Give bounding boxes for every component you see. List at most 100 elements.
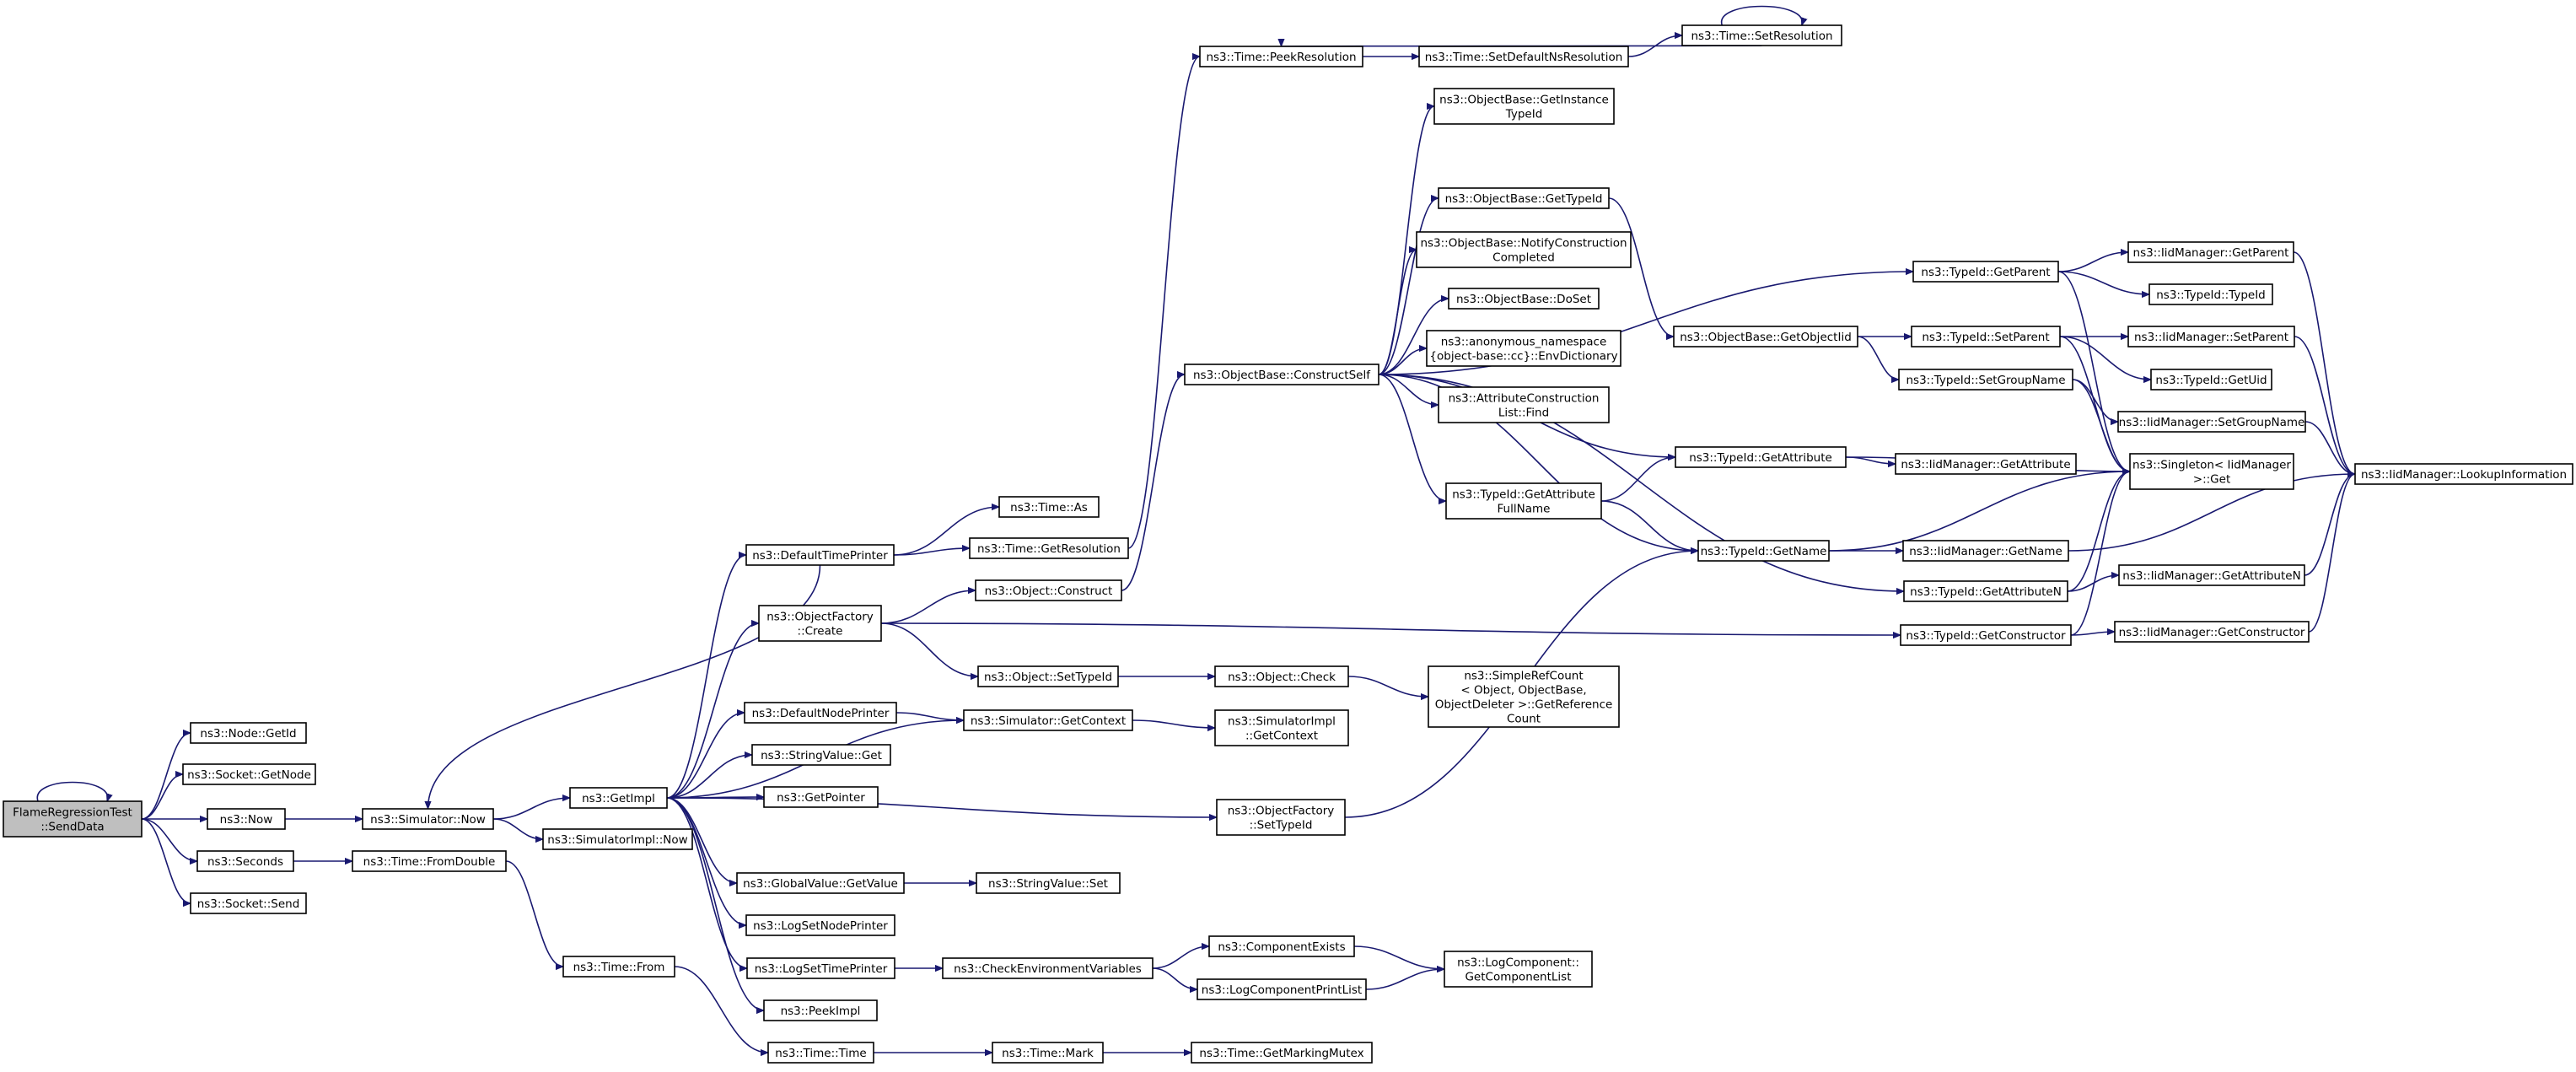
graph-node-objbase-doset[interactable]: ns3::ObjectBase::DoSet — [1448, 288, 1600, 310]
node-label: >::Get — [2193, 473, 2230, 487]
graph-node-logsettimeprinter[interactable]: ns3::LogSetTimePrinter — [746, 957, 895, 979]
graph-node-logcomponent-getlist[interactable]: ns3::LogComponent::GetComponentList — [1444, 951, 1593, 988]
node-box — [2118, 564, 2305, 586]
graph-node-time-setdefaultnsres[interactable]: ns3::Time::SetDefaultNsResolution — [1418, 46, 1629, 67]
node-box — [763, 999, 878, 1021]
graph-node-simimpl-getcontext[interactable]: ns3::SimulatorImpl::GetContext — [1214, 709, 1349, 746]
graph-node-typeid-getattribute[interactable]: ns3::TypeId::GetAttribute — [1675, 446, 1847, 468]
graph-node-stringvalue-get[interactable]: ns3::StringValue::Get — [751, 744, 891, 766]
node-box — [1903, 580, 2068, 602]
graph-node-objbase-notifyconstruction[interactable]: ns3::ObjectBase::NotifyConstructionCompl… — [1416, 231, 1632, 268]
node-box — [1681, 24, 1842, 46]
node-label: ns3::TypeId::SetParent — [1922, 331, 2049, 344]
node-box — [1444, 951, 1593, 988]
graph-node-objfactory-settypeid[interactable]: ns3::ObjectFactory::SetTypeId — [1216, 799, 1346, 836]
graph-node-typeid-getparent[interactable]: ns3::TypeId::GetParent — [1912, 261, 2059, 283]
graph-node-stringvalue-set[interactable]: ns3::StringValue::Set — [976, 872, 1121, 894]
graph-node-objbase-getobjectiid[interactable]: ns3::ObjectBase::GetObjectIid — [1673, 326, 1858, 347]
graph-node-envdictionary[interactable]: ns3::anonymous_namespace{object-base::cc… — [1426, 330, 1621, 367]
graph-node-sock-send[interactable]: ns3::Socket::Send — [190, 892, 307, 914]
edge-iidmgr-setparent-to-iidmgr-lookupinformation — [2294, 336, 2356, 474]
graph-node-default-time-printer[interactable]: ns3::DefaultTimePrinter — [745, 544, 895, 566]
graph-node-logsetnodeprinter[interactable]: ns3::LogSetNodePrinter — [745, 914, 895, 936]
graph-node-iidmgr-getname[interactable]: ns3::IidManager::GetName — [1902, 540, 2069, 562]
graph-node-iidmgr-setparent[interactable]: ns3::IidManager::SetParent — [2127, 326, 2295, 347]
graph-node-seconds[interactable]: ns3::Seconds — [196, 850, 294, 872]
node-label: FlameRegressionTest — [13, 806, 132, 820]
node-box — [2129, 453, 2294, 490]
graph-node-peekimpl[interactable]: ns3::PeekImpl — [763, 999, 878, 1021]
graph-node-iidmgr-getattribute[interactable]: ns3::IidManager::GetAttribute — [1895, 453, 2077, 475]
graph-node-typeid-typeid[interactable]: ns3::TypeId::TypeId — [2148, 283, 2273, 305]
graph-node-getpointer[interactable]: ns3::GetPointer — [763, 786, 879, 808]
graph-node-time-mark[interactable]: ns3::Time::Mark — [992, 1042, 1104, 1064]
graph-node-time-peekresolution[interactable]: ns3::Time::PeekResolution — [1199, 46, 1363, 67]
graph-node-time-getresolution[interactable]: ns3::Time::GetResolution — [969, 537, 1129, 559]
graph-node-sock-getnode[interactable]: ns3::Socket::GetNode — [182, 763, 316, 785]
node-label: < Object, ObjectBase, — [1460, 684, 1586, 698]
graph-node-iidmgr-lookupinformation[interactable]: ns3::IidManager::LookupInformation — [2354, 463, 2573, 485]
node-box — [1438, 187, 1610, 209]
node-label: ns3::LogSetTimePrinter — [755, 962, 888, 976]
node-label: ns3::TypeId::GetAttribute — [1452, 488, 1595, 502]
graph-node-sim-getcontext[interactable]: ns3::Simulator::GetContext — [963, 709, 1133, 731]
graph-node-time-from[interactable]: ns3::Time::From — [562, 956, 675, 978]
graph-node-typeid-setgroupname[interactable]: ns3::TypeId::SetGroupName — [1898, 369, 2073, 391]
graph-node-objbase-gettypeid[interactable]: ns3::ObjectBase::GetTypeId — [1438, 187, 1610, 209]
graph-node-typeid-setparent[interactable]: ns3::TypeId::SetParent — [1911, 326, 2061, 347]
edge-component-exists-to-logcomponent-getlist — [1353, 945, 1444, 969]
graph-node-time-getmarkingmutex[interactable]: ns3::Time::GetMarkingMutex — [1191, 1042, 1373, 1064]
graph-node-check-env[interactable]: ns3::CheckEnvironmentVariables — [942, 957, 1154, 979]
graph-node-node-getid[interactable]: ns3::Node::GetId — [190, 722, 307, 744]
graph-node-component-exists[interactable]: ns3::ComponentExists — [1208, 935, 1355, 957]
node-box — [763, 786, 879, 808]
graph-node-default-node-printer[interactable]: ns3::DefaultNodePrinter — [744, 702, 897, 724]
node-label: ns3::Now — [220, 813, 273, 827]
node-box — [1911, 326, 2061, 347]
node-label: ns3::ObjectBase::GetObjectIid — [1680, 331, 1852, 344]
edge-typeid-getconstructor-to-iidmgr-getconstructor — [2070, 632, 2115, 636]
edge-check-env-to-component-exists — [1152, 946, 1209, 969]
graph-node-singleton-get[interactable]: ns3::Singleton< IidManager>::Get — [2129, 453, 2294, 490]
graph-node-time-fromdouble[interactable]: ns3::Time::FromDouble — [352, 850, 507, 872]
node-box — [569, 787, 668, 809]
graph-node-typeid-getname[interactable]: ns3::TypeId::GetName — [1697, 540, 1830, 562]
graph-node-globalvalue-getvalue[interactable]: ns3::GlobalValue::GetValue — [736, 872, 905, 894]
graph-node-iidmgr-getattributen[interactable]: ns3::IidManager::GetAttributeN — [2118, 564, 2305, 586]
graph-node-simimpl-now[interactable]: ns3::SimulatorImpl::Now — [542, 828, 693, 850]
graph-node-logcomponent-printlist[interactable]: ns3::LogComponentPrintList — [1197, 978, 1367, 1000]
graph-node-sim-now[interactable]: ns3::Simulator::Now — [362, 808, 494, 830]
edge-typeid-setparent-to-singleton-get — [2059, 336, 2131, 471]
graph-node-typeid-getattributen[interactable]: ns3::TypeId::GetAttributeN — [1903, 580, 2068, 602]
graph-node-typeid-getconstructor[interactable]: ns3::TypeId::GetConstructor — [1900, 624, 2072, 646]
edge-objbase-constructself-to-envdictionary — [1378, 348, 1428, 375]
graph-node-now[interactable]: ns3::Now — [207, 808, 286, 830]
graph-node-getimpl[interactable]: ns3::GetImpl — [569, 787, 668, 809]
node-box — [1418, 46, 1629, 67]
graph-node-time-setresolution[interactable]: ns3::Time::SetResolution — [1681, 24, 1842, 46]
graph-node-objbase-constructself[interactable]: ns3::ObjectBase::ConstructSelf — [1184, 364, 1379, 385]
graph-node-time-time[interactable]: ns3::Time::Time — [767, 1042, 874, 1064]
graph-node-iidmgr-getparent[interactable]: ns3::IidManager::GetParent — [2127, 241, 2294, 263]
graph-node-iidmgr-setgroupname[interactable]: ns3::IidManager::SetGroupName — [2117, 411, 2306, 433]
graph-node-object-settypeid[interactable]: ns3::Object::SetTypeId — [977, 665, 1119, 687]
node-label: List::Find — [1498, 407, 1549, 420]
node-label: ns3::ObjectBase::GetTypeId — [1445, 192, 1603, 206]
graph-node-root[interactable]: FlameRegressionTest::SendData — [3, 800, 143, 838]
graph-node-object-check[interactable]: ns3::Object::Check — [1214, 665, 1349, 687]
node-label: GetComponentList — [1465, 971, 1571, 984]
graph-node-object-construct[interactable]: ns3::Object::Construct — [975, 579, 1122, 601]
edge-objbase-gettypeid-to-objbase-getobjectiid — [1608, 197, 1675, 337]
node-box — [1445, 482, 1602, 520]
node-label: ::GetContext — [1245, 730, 1318, 743]
node-box — [1675, 446, 1847, 468]
graph-node-simplerefcount[interactable]: ns3::SimpleRefCount< Object, ObjectBase,… — [1428, 665, 1620, 728]
graph-node-objfactory-create[interactable]: ns3::ObjectFactory::Create — [758, 605, 882, 642]
graph-node-time-as[interactable]: ns3::Time::As — [998, 496, 1100, 518]
edge-default-time-printer-to-time-as — [893, 507, 999, 556]
graph-node-typeid-getuid[interactable]: ns3::TypeId::GetUid — [2150, 369, 2272, 391]
graph-node-iidmgr-getconstructor[interactable]: ns3::IidManager::GetConstructor — [2114, 621, 2310, 643]
